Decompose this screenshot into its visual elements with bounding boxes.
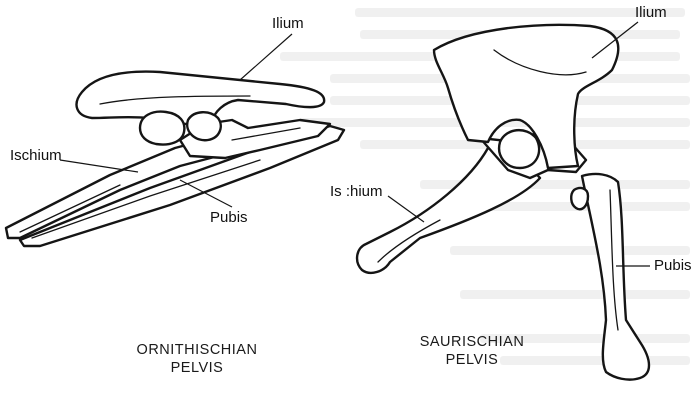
ornithischian-caption-line-1: ORNITHISCHIAN [137,342,258,358]
ornithischian-ilium-label: Ilium [272,15,304,32]
ornithischian-ischium-leader [60,160,138,172]
saurischian-ischium-leader [388,196,424,222]
saurischian-pubis-knob [571,188,588,209]
saurischian-caption-line-1: SAURISCHIAN [420,334,525,350]
saurischian-pubis-label: Pubis [654,257,692,274]
saurischian-caption-line-2: PELVIS [446,352,499,368]
saurischian-ischium-label: Is :hium [330,183,383,200]
ornithischian-acetabulum [187,112,221,140]
saurischian-acetabulum [499,130,539,168]
ornithischian-left-knob [140,112,184,145]
ornithischian-caption-line-2: PELVIS [171,360,224,376]
ornithischian-pubis-label: Pubis [210,209,248,226]
ornithischian-ischium-label: Ischium [10,147,62,164]
saurischian-ilium-label: Ilium [635,4,667,21]
